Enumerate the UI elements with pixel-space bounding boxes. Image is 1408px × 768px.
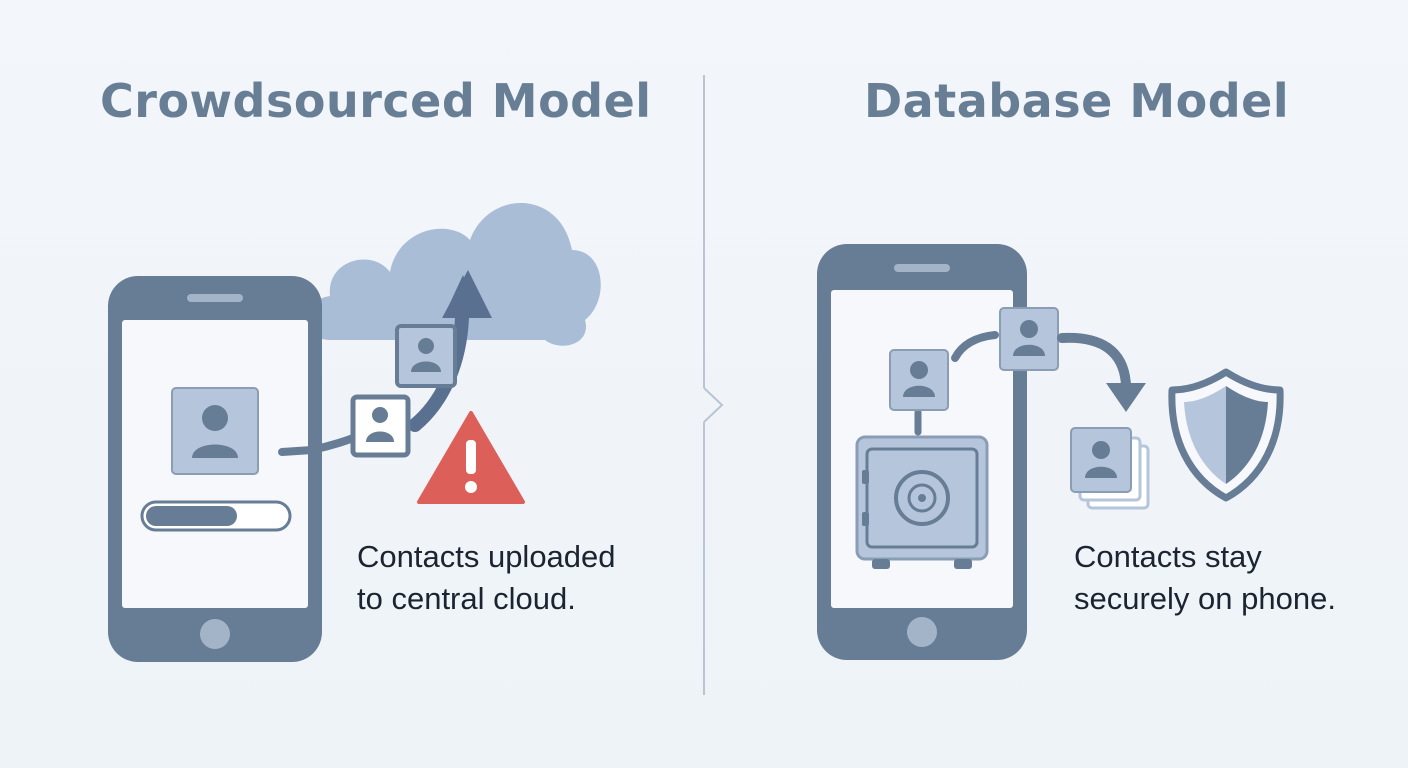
caption-line: to central cloud.: [357, 581, 576, 616]
caption-line: Contacts uploaded: [357, 539, 616, 574]
crowdsourced-caption: Contacts uploaded to central cloud.: [357, 536, 616, 620]
contact-stack-icon: [1070, 427, 1150, 510]
shield-icon: [1168, 368, 1284, 502]
contact-card-icon: [350, 394, 411, 458]
data-flow-line: [914, 331, 999, 436]
panel-divider: [703, 75, 724, 695]
caption-line: securely on phone.: [1074, 581, 1336, 616]
safe-icon: [855, 435, 989, 569]
cloud-icon: [307, 202, 601, 346]
database-caption: Contacts stay securely on phone.: [1074, 536, 1336, 620]
contact-card-icon: [999, 307, 1059, 371]
contact-card-icon: [395, 324, 457, 388]
crowdsourced-model-title: Crowdsourced Model: [100, 74, 652, 128]
contact-card-icon: [171, 387, 259, 475]
database-model-title: Database Model: [864, 74, 1290, 128]
upload-progress-bar: [140, 500, 292, 532]
caption-line: Contacts stay: [1074, 539, 1262, 574]
contact-card-icon: [889, 349, 949, 411]
curved-arrow-icon: [1057, 332, 1146, 412]
warning-icon: [417, 411, 525, 504]
